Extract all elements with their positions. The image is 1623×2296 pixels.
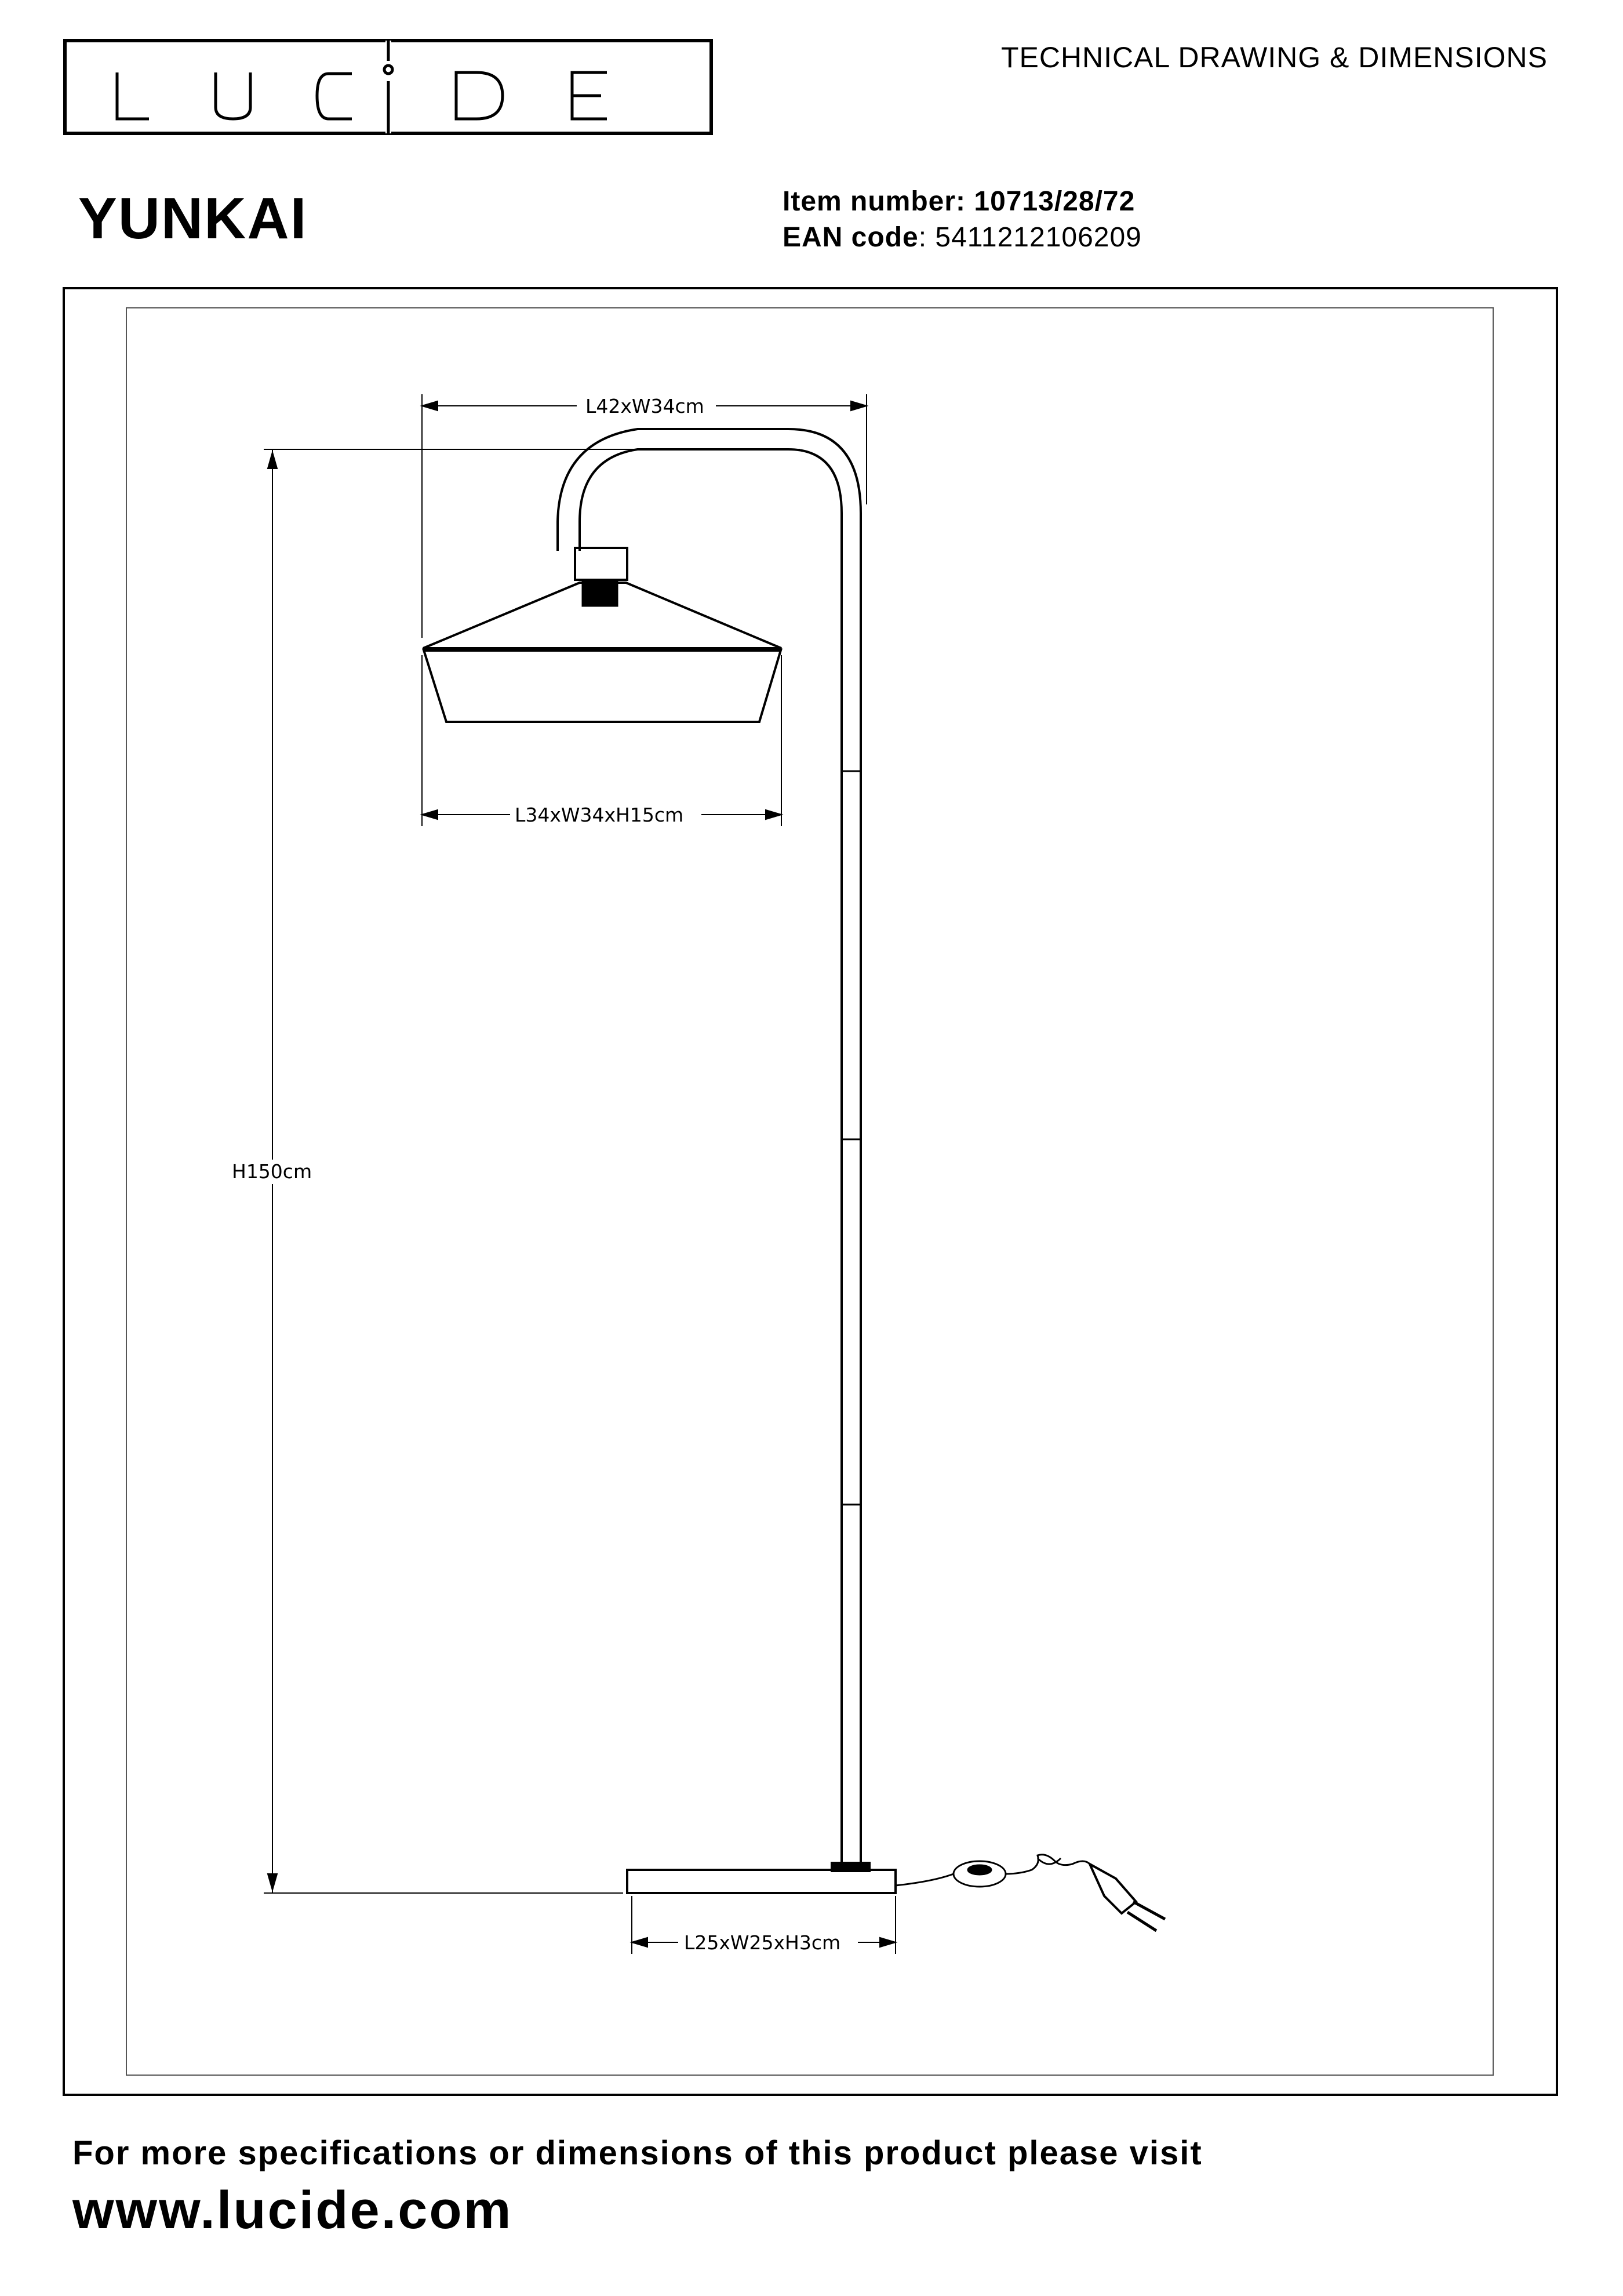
item-number-label: Item number:	[783, 186, 966, 217]
dimension-label-shade: L34xW34xH15cm	[515, 804, 683, 826]
lucide-logo: L	[63, 39, 713, 135]
dimension-shade-width	[420, 655, 784, 826]
footer-website-link[interactable]: www.lucide.com	[72, 2181, 513, 2240]
ean-code-line: EAN code: 5411212106209	[783, 221, 1142, 253]
lamp-socket	[574, 547, 628, 607]
dimension-label-base: L25xW25xH3cm	[684, 1931, 840, 1954]
item-number-line: Item number: 10713/28/72	[783, 186, 1135, 217]
item-number-value: 10713/28/72	[974, 186, 1136, 217]
dimension-label-total-width: L42xW34cm	[585, 395, 704, 417]
product-name: YUNKAI	[78, 186, 308, 251]
dimension-label-height: H150cm	[232, 1160, 312, 1183]
drawing-frame-inner	[126, 307, 1494, 2076]
lamp-pole	[556, 428, 862, 1870]
power-cable-and-plug	[895, 1854, 1166, 1932]
drawing-frame-outer	[63, 287, 1558, 2096]
lamp-shade	[422, 582, 783, 723]
document-type-label: TECHNICAL DRAWING & DIMENSIONS	[1000, 41, 1548, 74]
ean-code-label: EAN code	[783, 222, 919, 253]
dimension-height	[264, 449, 800, 1894]
lamp-base	[626, 1862, 897, 1894]
ean-code-value: : 5411212106209	[918, 222, 1142, 253]
footer-note: For more specifications or dimensions of…	[72, 2134, 1203, 2172]
